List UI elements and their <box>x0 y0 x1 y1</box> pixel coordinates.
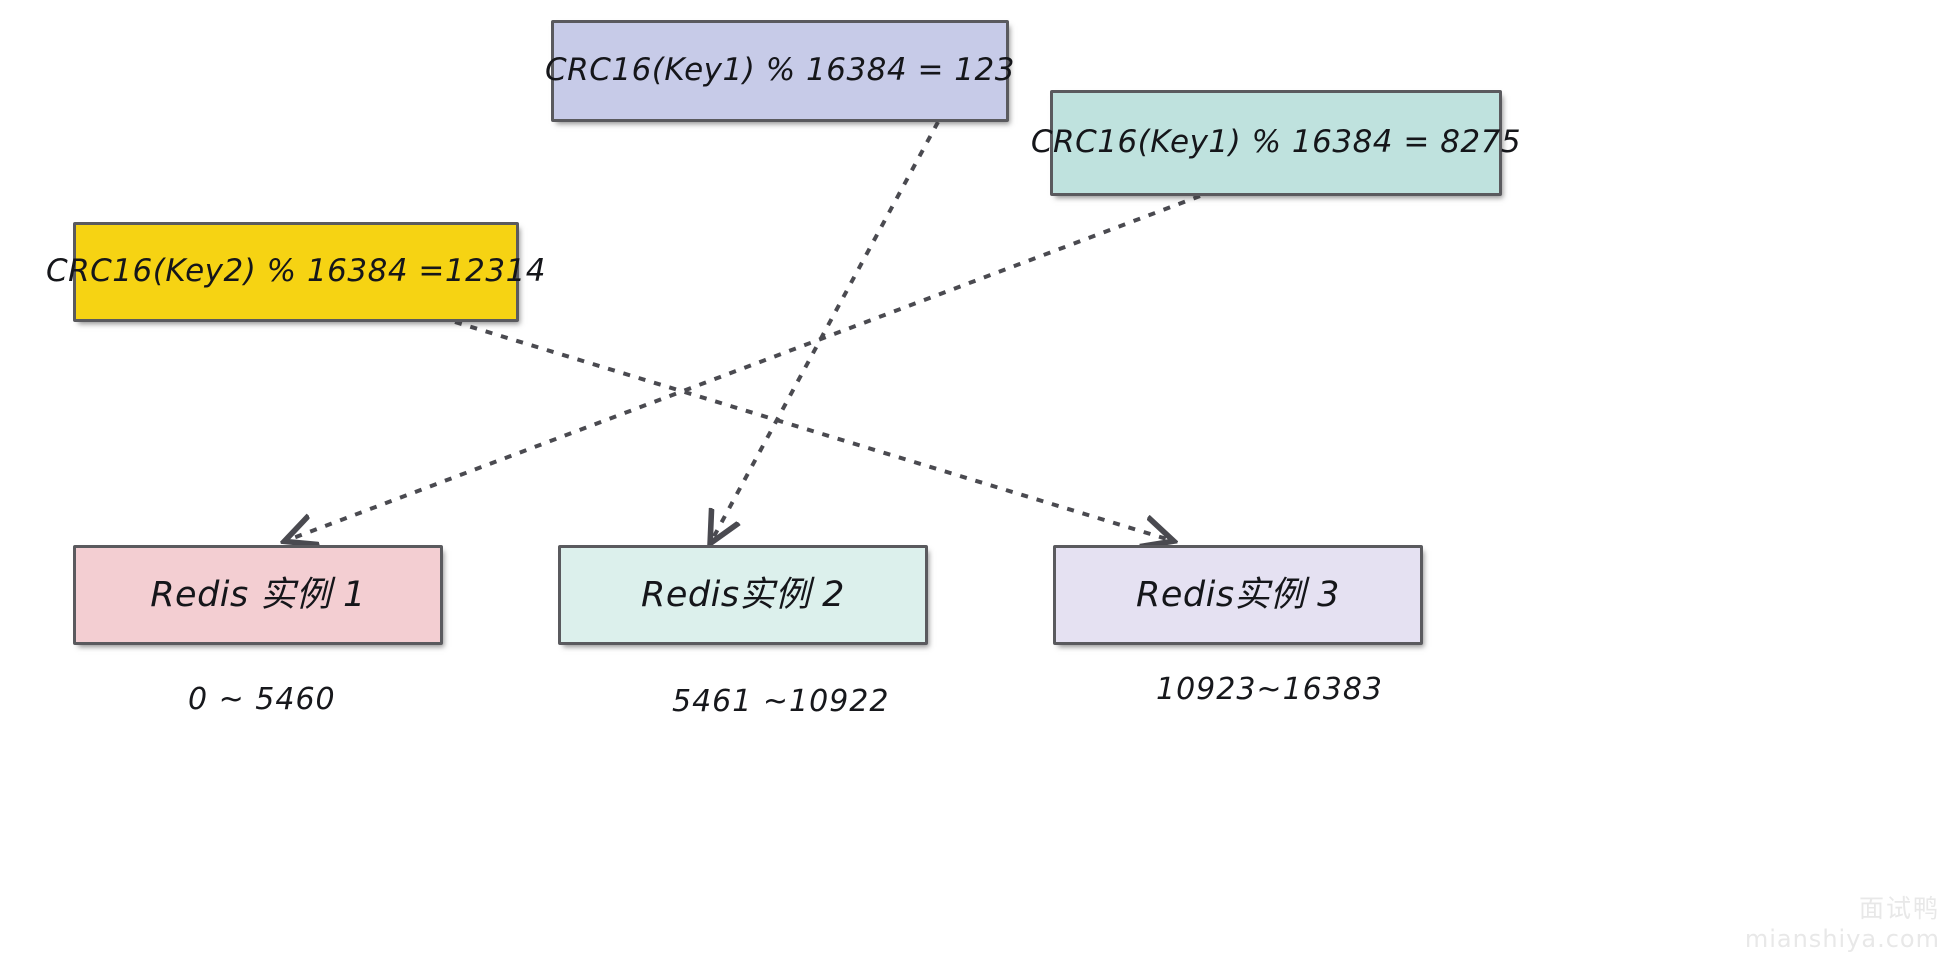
formula-text: CRC16(Key1) % 16384 = 8275 <box>1030 124 1522 161</box>
arrow-key2-12314-to-instance3 <box>454 320 1170 540</box>
arrow-key1-123-to-instance2 <box>712 121 940 540</box>
slot-range-instance-2: 5461 ~10922 <box>672 684 890 719</box>
formula-box-key1-123: CRC16(Key1) % 16384 = 123 <box>545 20 1014 122</box>
formula-text: CRC16(Key2) % 16384 =12314 <box>45 253 547 290</box>
slot-range-instance-1: 0 ~ 5460 <box>188 682 336 717</box>
watermark: 面试鸭 mianshiya.com <box>1745 893 1940 954</box>
watermark-cn: 面试鸭 <box>1858 893 1940 923</box>
slot-range-instance-3: 10923~16383 <box>1156 672 1384 707</box>
redis-instance-1-box: Redis 实例 1 <box>73 545 443 645</box>
formula-box-key1-8275: CRC16(Key1) % 16384 = 8275 <box>1031 90 1521 196</box>
watermark-url: mianshiya.com <box>1744 925 1940 953</box>
instance-label: Redis 实例 1 <box>150 574 366 615</box>
redis-instance-3-box: Redis实例 3 <box>1053 545 1423 645</box>
formula-text: CRC16(Key1) % 16384 = 123 <box>545 52 1015 89</box>
redis-instance-2-box: Redis实例 2 <box>558 545 928 645</box>
formula-box-key2-12314: CRC16(Key2) % 16384 =12314 <box>46 222 546 322</box>
instance-label: Redis实例 3 <box>1136 574 1340 615</box>
instance-label: Redis实例 2 <box>641 574 845 615</box>
